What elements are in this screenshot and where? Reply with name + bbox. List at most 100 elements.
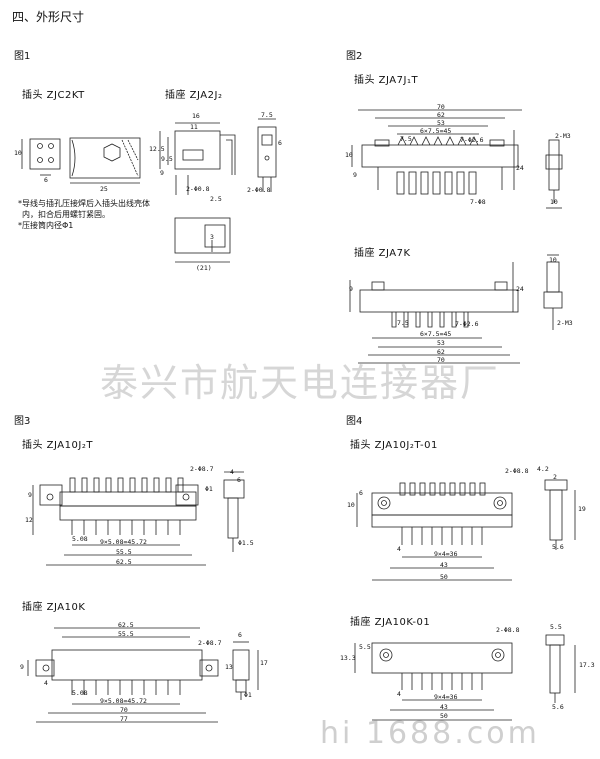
fig1-dim: (21) bbox=[196, 264, 212, 272]
fig3-socket-side bbox=[232, 641, 259, 700]
fig2-dim: 24 bbox=[516, 164, 524, 172]
fig2-dim: 10 bbox=[345, 151, 353, 159]
fig3-dim: 62.5 bbox=[118, 621, 134, 629]
fig2-dim: 24 bbox=[516, 285, 524, 293]
fig1-dim: 25 bbox=[100, 185, 108, 193]
fig4-socket-pins bbox=[401, 673, 483, 690]
fig3-dim: Φ1 bbox=[244, 691, 252, 699]
fig3-dim: 4 bbox=[44, 679, 48, 687]
fig3-socket-front bbox=[27, 627, 219, 723]
fig4-dim: 2-Φ8.8 bbox=[505, 467, 529, 475]
fig3-dim: 55.5 bbox=[116, 548, 132, 556]
fig4-dim: 4 bbox=[397, 690, 401, 698]
fig1-note-2: 内，扣合后用螺钉紧固。 bbox=[22, 210, 110, 219]
fig4-caption: 图4 bbox=[346, 416, 363, 427]
fig2-plug-contacts bbox=[397, 136, 479, 146]
section-title: 四、外形尺寸 bbox=[12, 10, 85, 24]
fig1-dim: 7.5 bbox=[261, 111, 273, 119]
fig2-socket-contacts bbox=[391, 312, 469, 328]
fig4-socket-side bbox=[545, 634, 576, 703]
fig2-dim: 70 bbox=[437, 356, 445, 364]
fig4-dim: 50 bbox=[440, 573, 448, 581]
fig1-plug-label: 插头 ZJC2KT bbox=[22, 90, 85, 101]
fig4-dim: 5.5 bbox=[550, 623, 562, 631]
fig4-dim: 4.2 bbox=[537, 465, 549, 473]
fig4-dim: 17.3 bbox=[579, 661, 595, 669]
fig3-dim: 2-Φ8.7 bbox=[198, 639, 222, 647]
fig2-plug-front bbox=[351, 109, 522, 195]
fig4-plug-side bbox=[544, 479, 576, 550]
fig4-dim: 5.6 bbox=[552, 543, 564, 551]
fig3-dim: 12 bbox=[25, 516, 33, 524]
fig2-dim: 7-Φ2.6 bbox=[455, 320, 479, 328]
fig2-dim: 70 bbox=[437, 103, 445, 111]
fig4-dim: 43 bbox=[440, 703, 448, 711]
fig3-dim: Φ1 bbox=[205, 485, 213, 493]
fig3-dim: 5.08 bbox=[72, 535, 88, 543]
fig1-plug-end-view bbox=[21, 138, 61, 176]
fig3-dim: 6 bbox=[237, 476, 241, 484]
fig2-plug-pins bbox=[396, 171, 477, 195]
fig3-dim: 5.08 bbox=[72, 689, 88, 697]
fig3-dim: Φ1.5 bbox=[238, 539, 254, 547]
fig2-socket-side bbox=[543, 254, 563, 330]
fig3-plug-contacts bbox=[69, 477, 184, 493]
fig2-caption: 图2 bbox=[346, 51, 363, 62]
fig1-socket-label: 插座 ZJA2J₂ bbox=[165, 90, 223, 101]
fig1-note-3: *压接筒内径Φ1 bbox=[18, 221, 74, 230]
fig2-socket-label: 插座 ZJA7K bbox=[354, 248, 411, 259]
fig1-dim: 6 bbox=[278, 139, 282, 147]
fig3-dim: 9×5.08=45.72 bbox=[100, 538, 147, 546]
fig4-dim: 19 bbox=[578, 505, 586, 513]
fig2-plug-label: 插头 ZJA7J₁T bbox=[354, 75, 419, 86]
fig2-dim: 9 bbox=[349, 285, 353, 293]
fig4-dim: 50 bbox=[440, 712, 448, 720]
fig1-dim: 9.5 bbox=[161, 155, 173, 163]
fig4-dim: 5.6 bbox=[552, 703, 564, 711]
fig3-dim: 4 bbox=[230, 468, 234, 476]
fig1-dim: 3 bbox=[210, 233, 214, 241]
fig3-dim: 55.5 bbox=[118, 630, 134, 638]
fig3-dim: 13 bbox=[225, 663, 233, 671]
fig4-socket-front bbox=[354, 642, 513, 721]
fig4-dim: 5.5 bbox=[359, 643, 371, 651]
fig3-dim: 62.5 bbox=[116, 558, 132, 566]
fig3-plug-label: 插头 ZJA10J₂T bbox=[22, 440, 93, 451]
fig1-dim: 2.5 bbox=[210, 195, 222, 203]
fig2-dim: 7-Φ8 bbox=[470, 198, 486, 206]
fig2-dim: 2-M3 bbox=[555, 132, 571, 140]
fig1-dim: 2-Φ0.8 bbox=[247, 186, 271, 194]
fig3-dim: 77 bbox=[120, 715, 128, 723]
fig3-dim: 17 bbox=[260, 659, 268, 667]
fig3-dim: 2-Φ8.7 bbox=[190, 465, 214, 473]
fig1-dim: 12.5 bbox=[149, 145, 165, 153]
fig3-dim: 6 bbox=[238, 631, 242, 639]
fig4-dim: 4 bbox=[397, 545, 401, 553]
fig4-dim: 6 bbox=[359, 489, 363, 497]
fig2-dim: 2-M3 bbox=[557, 319, 573, 327]
fig3-dim: 9 bbox=[28, 491, 32, 499]
fig4-plug-front bbox=[356, 482, 513, 581]
fig3-plug-front bbox=[32, 477, 206, 566]
fig1-socket-front bbox=[257, 118, 277, 192]
watermark-url: hi 1688.com bbox=[320, 716, 540, 751]
fig2-dim: 7.5 bbox=[400, 135, 412, 143]
fig2-dim: 10 bbox=[549, 256, 557, 264]
fig3-dim: 70 bbox=[120, 706, 128, 714]
fig1-dim: 9 bbox=[160, 169, 164, 177]
fig1-socket-side bbox=[159, 122, 236, 195]
fig2-dim: 7-Φ2.6 bbox=[460, 136, 484, 144]
fig2-dim: 6×7.5=45 bbox=[420, 330, 452, 338]
fig4-plug-pins bbox=[401, 527, 483, 545]
fig2-dim: 6×7.5=45 bbox=[420, 127, 452, 135]
fig2-dim: 62 bbox=[437, 348, 445, 356]
fig4-dim: 43 bbox=[440, 561, 448, 569]
watermark: 泰兴市航天电连接器厂 bbox=[99, 361, 500, 405]
fig4-plug-contacts bbox=[399, 482, 486, 496]
fig1-dim: 2-Φ0.8 bbox=[186, 185, 210, 193]
fig1-note-1: *导线与插孔压接焊后入插头出线壳体 bbox=[18, 199, 150, 208]
fig1-dim: 10 bbox=[14, 149, 22, 157]
fig4-dim: 2 bbox=[553, 473, 557, 481]
fig3-dim: 9×5.08=45.72 bbox=[100, 697, 147, 705]
